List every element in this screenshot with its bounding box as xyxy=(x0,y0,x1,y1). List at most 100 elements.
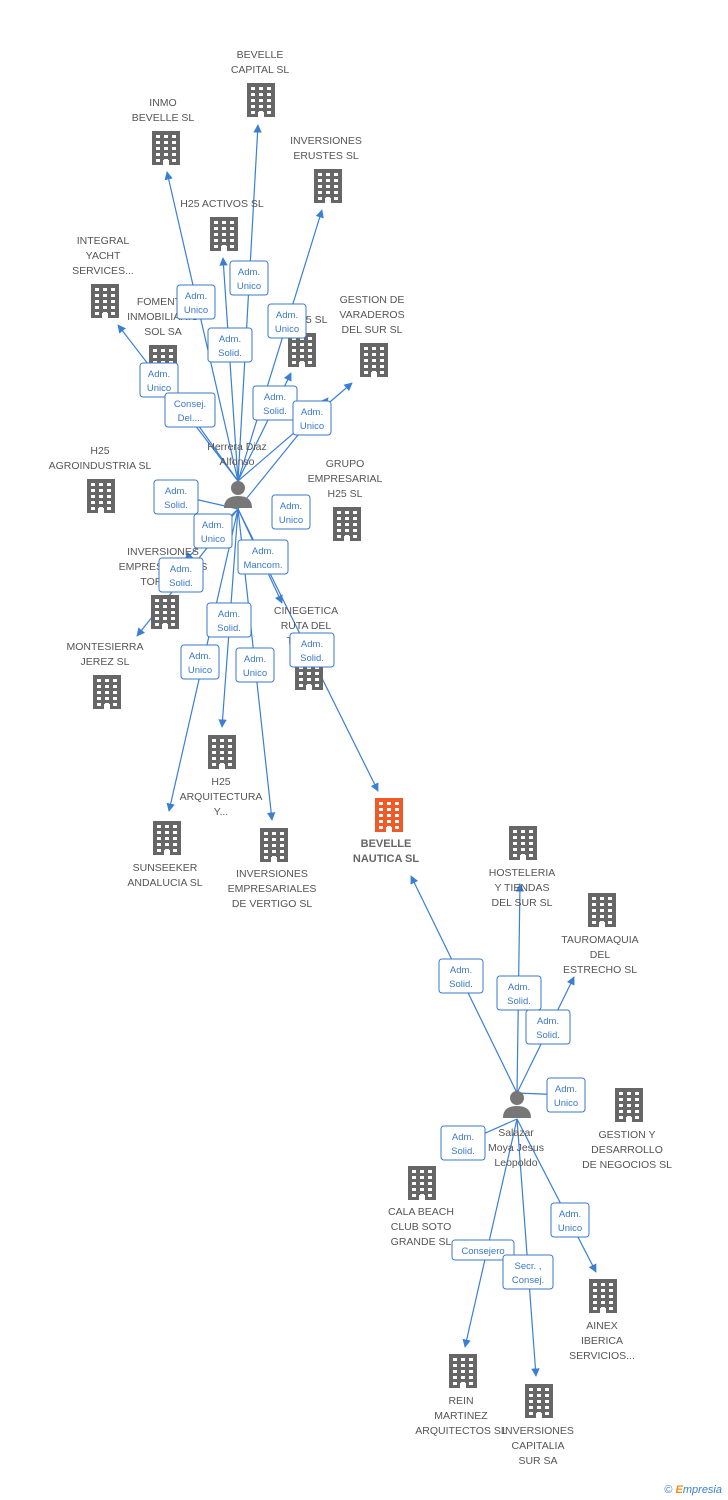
node-label: INMO xyxy=(149,97,176,109)
node-label: Herrera Diaz xyxy=(207,441,267,453)
edge-label[interactable]: Secr. , Consej. xyxy=(502,1254,554,1290)
empresia-watermark[interactable]: © Empresia xyxy=(664,1484,722,1496)
edge-label[interactable]: Consej.Del.... xyxy=(164,392,216,428)
edge-label-text: Adm. xyxy=(238,267,260,278)
node-label: Leopoldo xyxy=(494,1157,537,1169)
edge-label-text: Solid. xyxy=(164,500,188,511)
copyright-symbol: © xyxy=(664,1484,673,1496)
edge-label-text: Unico xyxy=(300,421,324,432)
edge-label-text: Consejero xyxy=(461,1246,504,1257)
node-label: BEVELLE SL xyxy=(132,112,195,124)
edge-label[interactable]: Adm.Unico xyxy=(139,362,179,398)
edge-label-text: Adm. xyxy=(219,334,241,345)
node-label: GESTION Y xyxy=(599,1129,656,1141)
edge-label[interactable]: Adm.Unico xyxy=(180,644,220,680)
edge-label-text: Adm. xyxy=(244,654,266,665)
edge-label[interactable]: Adm.Unico xyxy=(235,647,275,683)
brand-initial: E xyxy=(675,1484,683,1496)
edge-label[interactable]: Consejero xyxy=(451,1239,515,1261)
edge-label[interactable]: Adm.Solid. xyxy=(206,602,252,638)
node-label: SERVICES... xyxy=(72,265,134,277)
node-label: SUNSEEKER xyxy=(133,862,198,874)
node-label: HOSTELERIA xyxy=(489,867,556,879)
node-label: JEREZ SL xyxy=(80,656,129,668)
edge-label-text: Secr. , xyxy=(515,1261,542,1272)
edge-label-text: Solid. xyxy=(536,1030,560,1041)
node-label: Alfonso xyxy=(219,456,254,468)
edge-label-text: Unico xyxy=(554,1098,578,1109)
node-label: VARADEROS xyxy=(339,309,404,321)
edge-label[interactable]: Adm.Unico xyxy=(193,513,233,549)
person-icon xyxy=(503,1091,531,1118)
edge-label[interactable]: Adm.Unico xyxy=(267,303,307,339)
edge-label-text: Solid. xyxy=(449,979,473,990)
edge-label[interactable]: Adm.Solid. xyxy=(440,1125,486,1161)
node-label: H25 xyxy=(211,776,230,788)
edge-label-text: Adm. xyxy=(252,546,274,557)
edge-label[interactable]: Adm.Solid. xyxy=(438,958,484,994)
edge-label[interactable]: Adm.Unico xyxy=(546,1077,586,1113)
node-label: ESTRECHO SL xyxy=(563,964,637,976)
node-label: DE NEGOCIOS SL xyxy=(582,1159,672,1171)
node-label: IBERICA xyxy=(581,1335,623,1347)
node-label: SOL SA xyxy=(144,326,182,338)
node-h25-activos[interactable]: H25 ACTIVOS SL xyxy=(180,198,264,251)
node-label: REIN xyxy=(448,1395,473,1407)
building-icon xyxy=(314,169,342,203)
edge-label-text: Solid. xyxy=(263,406,287,417)
edge-label-text: Unico xyxy=(201,534,225,545)
edge-label[interactable]: Adm. Solid. xyxy=(153,479,199,515)
edge-label[interactable]: Adm.Solid. xyxy=(289,632,335,668)
edge-label[interactable]: Adm.Solid. xyxy=(525,1009,571,1045)
node-label: AINEX xyxy=(586,1320,618,1332)
node-label: FOMENTO xyxy=(137,296,189,308)
edge-label[interactable]: Adm.Solid. xyxy=(158,557,204,593)
node-label: DEL SUR SL xyxy=(342,324,403,336)
edge-label[interactable]: Adm.Solid. xyxy=(252,385,298,421)
node-label: TAUROMAQUIA xyxy=(561,934,638,946)
edge-label-text: Unico xyxy=(147,383,171,394)
building-icon xyxy=(151,595,179,629)
node-h25-arquitectura[interactable]: H25ARQUITECTURAY... xyxy=(180,735,263,818)
edge-label-text: Consej. xyxy=(174,399,206,410)
node-inmo-bevelle[interactable]: INMO BEVELLE SL xyxy=(132,97,195,165)
edge-label[interactable]: Adm.Mancom. xyxy=(237,539,289,575)
edge-label[interactable]: Adm.Unico xyxy=(176,284,216,320)
edge-label-text: Consej. xyxy=(512,1275,544,1286)
node-label: INTEGRAL xyxy=(77,235,130,247)
edge-label-text: Adm. xyxy=(165,486,187,497)
edge-label[interactable]: Adm. Solid. xyxy=(207,327,253,363)
edge-label[interactable]: Adm.Unico xyxy=(292,400,332,436)
building-icon xyxy=(333,507,361,541)
edge-label[interactable]: Adm.Solid. xyxy=(496,975,542,1011)
building-icon xyxy=(260,828,288,862)
edge-label[interactable]: Adm.Unico xyxy=(550,1202,590,1238)
edge-label-text: Solid. xyxy=(218,348,242,359)
edge-label[interactable]: Adm.Unico xyxy=(229,260,269,296)
node-integral-yacht[interactable]: INTEGRALYACHTSERVICES... xyxy=(72,235,134,318)
edge-label[interactable]: Adm.Unico xyxy=(271,494,311,530)
node-label: CLUB SOTO xyxy=(391,1221,452,1233)
edge-herrera-h25_activos xyxy=(219,257,239,482)
node-ainex[interactable]: AINEXIBERICASERVICIOS... xyxy=(569,1279,635,1362)
node-label: RUTA DEL xyxy=(281,620,332,632)
edge-label-text: Adm. xyxy=(170,564,192,575)
edge-salazar-ainex xyxy=(516,1118,597,1273)
